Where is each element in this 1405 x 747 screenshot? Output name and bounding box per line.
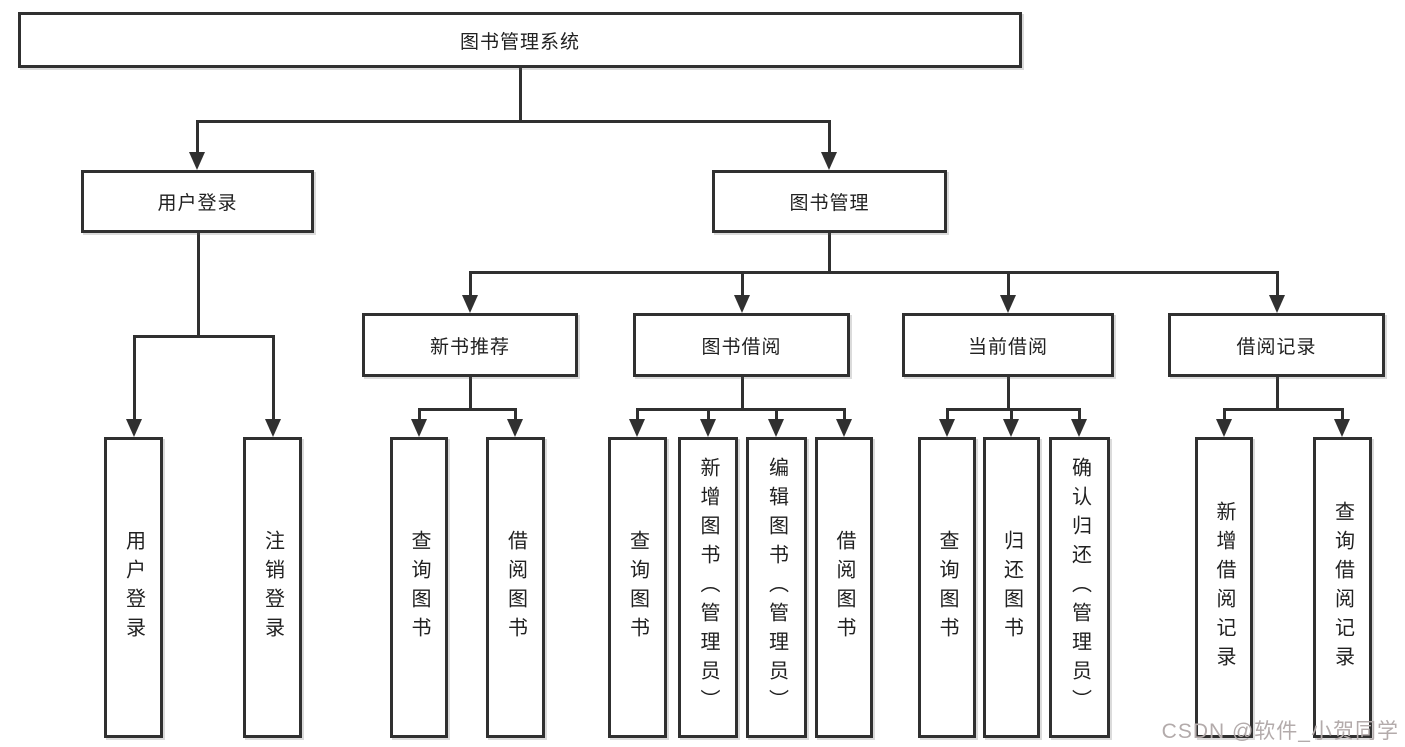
- arrow-down-icon: [1000, 295, 1016, 313]
- node-label: 图书管理系统: [459, 31, 580, 53]
- arrow-down-icon: [462, 295, 478, 313]
- connector-line: [707, 408, 710, 421]
- leaf-edit-books-admin: 编辑图书（管理员）: [746, 437, 807, 738]
- node-label: 归还图书: [1000, 529, 1023, 646]
- connector-line: [946, 408, 949, 421]
- node-new-book-recommend: 新书推荐: [362, 313, 578, 377]
- connector-line: [469, 271, 472, 297]
- arrow-down-icon: [189, 152, 205, 170]
- node-label: 新书推荐: [429, 336, 510, 358]
- arrow-down-icon: [1334, 419, 1350, 437]
- arrow-down-icon: [507, 419, 523, 437]
- connector-line: [196, 120, 199, 154]
- leaf-borrow-books: 借阅图书: [815, 437, 873, 738]
- arrow-down-icon: [1003, 419, 1019, 437]
- arrow-down-icon: [126, 419, 142, 437]
- leaf-logout: 注销登录: [243, 437, 302, 738]
- node-label: 确认归还（管理员）: [1068, 457, 1091, 718]
- node-label: 借阅图书: [504, 529, 527, 646]
- connector-line: [775, 408, 778, 421]
- node-label: 用户登录: [122, 529, 145, 646]
- node-label: 查询借阅记录: [1331, 500, 1354, 675]
- connector-line: [1007, 377, 1010, 411]
- node-borrow-records: 借阅记录: [1168, 313, 1385, 377]
- connector-line: [1078, 408, 1081, 421]
- connector-line: [133, 335, 136, 421]
- connector-line: [636, 408, 845, 411]
- node-label: 编辑图书（管理员）: [765, 457, 788, 718]
- node-current-borrow: 当前借阅: [902, 313, 1114, 377]
- connector-line: [946, 408, 1080, 411]
- node-label: 查询图书: [408, 529, 430, 646]
- connector-line: [1223, 408, 1343, 411]
- node-label: 当前借阅: [967, 336, 1048, 358]
- node-user-login: 用户登录: [81, 170, 314, 233]
- connector-line: [741, 377, 744, 411]
- csdn-watermark: CSDN @软件_小贺同学: [1161, 720, 1399, 743]
- connector-line: [196, 120, 831, 123]
- leaf-add-books-admin: 新增图书（管理员）: [678, 437, 738, 738]
- node-label: 新增图书（管理员）: [697, 457, 719, 718]
- leaf-user-login: 用户登录: [104, 437, 163, 738]
- connector-line: [1223, 408, 1226, 421]
- connector-line: [469, 271, 1278, 274]
- arrow-down-icon: [734, 295, 750, 313]
- node-label: 用户登录: [157, 193, 238, 214]
- connector-line: [519, 68, 522, 120]
- connector-line: [828, 233, 831, 274]
- node-label: 图书借阅: [701, 336, 782, 358]
- connector-line: [1341, 408, 1344, 421]
- connector-line: [1276, 271, 1279, 297]
- node-book-management: 图书管理: [712, 170, 947, 233]
- arrow-down-icon: [1216, 419, 1232, 437]
- node-label: 借阅图书: [833, 529, 855, 646]
- node-label: 查询图书: [626, 529, 649, 646]
- leaf-confirm-return-admin: 确认归还（管理员）: [1049, 437, 1110, 738]
- arrow-down-icon: [1071, 419, 1087, 437]
- leaf-current-query-books: 查询图书: [918, 437, 976, 738]
- connector-line: [514, 408, 517, 421]
- connector-line: [418, 408, 421, 421]
- connector-line: [636, 408, 639, 421]
- connector-line: [843, 408, 846, 421]
- connector-line: [197, 233, 200, 338]
- connector-line: [272, 335, 275, 421]
- leaf-return-books: 归还图书: [983, 437, 1040, 738]
- leaf-recommend-query-books: 查询图书: [390, 437, 448, 738]
- connector-line: [1010, 408, 1013, 421]
- leaf-add-borrow-record: 新增借阅记录: [1195, 437, 1253, 738]
- connector-line: [133, 335, 274, 338]
- node-label: 图书管理: [789, 193, 870, 214]
- leaf-recommend-borrow-books: 借阅图书: [486, 437, 545, 738]
- arrow-down-icon: [700, 419, 716, 437]
- arrow-down-icon: [821, 152, 837, 170]
- connector-line: [469, 377, 472, 411]
- node-book-borrow: 图书借阅: [633, 313, 850, 377]
- connector-line: [1007, 271, 1010, 297]
- leaf-query-borrow-record: 查询借阅记录: [1313, 437, 1372, 738]
- connector-line: [741, 271, 744, 297]
- node-library-management-system: 图书管理系统: [18, 12, 1022, 68]
- arrow-down-icon: [939, 419, 955, 437]
- node-label: 借阅记录: [1236, 336, 1317, 358]
- arrow-down-icon: [768, 419, 784, 437]
- connector-line: [1276, 377, 1279, 411]
- node-label: 注销登录: [261, 529, 284, 646]
- node-label: 新增借阅记录: [1213, 500, 1235, 675]
- arrow-down-icon: [1269, 295, 1285, 313]
- arrow-down-icon: [411, 419, 427, 437]
- connector-line: [828, 120, 831, 154]
- connector-line: [418, 408, 516, 411]
- arrow-down-icon: [836, 419, 852, 437]
- arrow-down-icon: [265, 419, 281, 437]
- arrow-down-icon: [629, 419, 645, 437]
- leaf-borrow-query-books: 查询图书: [608, 437, 667, 738]
- node-label: 查询图书: [936, 529, 958, 646]
